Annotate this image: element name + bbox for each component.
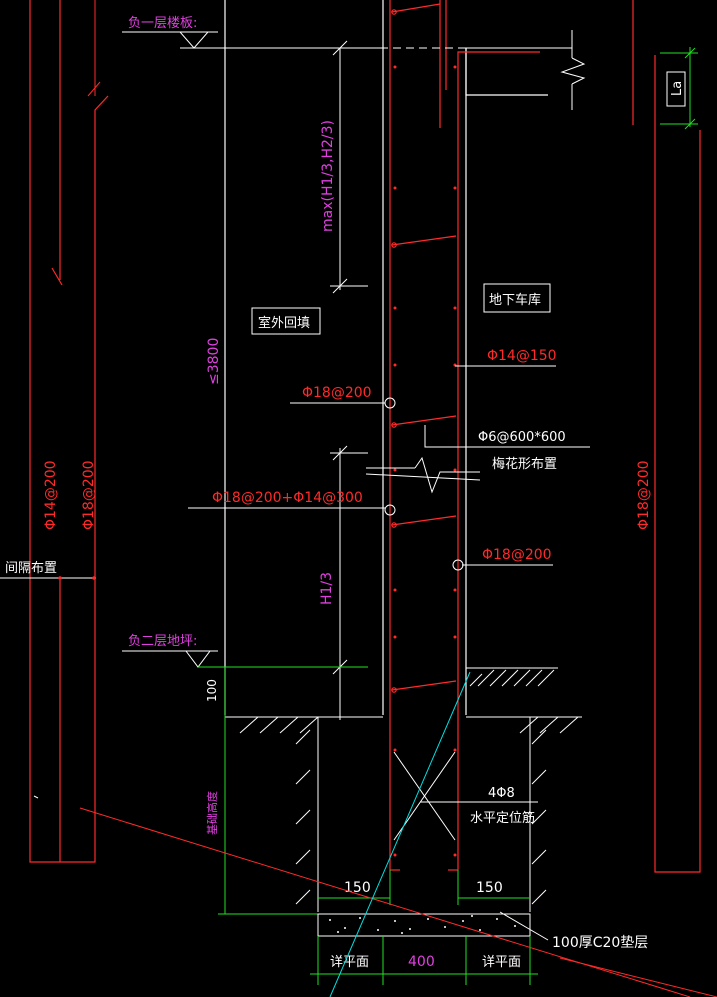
c20-cushion: [317, 913, 531, 937]
spacing-layout-dot: [58, 576, 62, 580]
phi6-leader: [424, 425, 590, 448]
garage-box: [483, 283, 551, 313]
wall-break-line: [365, 456, 481, 494]
four-phi8-label: 4Φ8: [488, 786, 515, 801]
neg2-ground-line: [122, 650, 218, 668]
cyan-cut-line: [329, 671, 471, 997]
right-phi18-label: Φ18@200: [636, 460, 652, 530]
slab-100-label: 100: [205, 679, 219, 702]
plum-layout-label: 梅花形布置: [492, 456, 557, 472]
foundation-elevation-label: 基础高度: [205, 791, 219, 835]
spacing-layout-label: 间隔布置: [5, 561, 57, 576]
left-phi14-label: Φ14@200: [43, 460, 59, 530]
locating-bar-label: 水平定位筋: [470, 810, 535, 826]
la-label: La: [670, 81, 685, 96]
c20-cushion-speckle: [329, 915, 516, 934]
left-column-outline: [29, 0, 109, 863]
foundation-elevation-dim: [218, 715, 320, 915]
backfill-label: 室外回填: [258, 315, 310, 331]
footing-width-dims: [310, 936, 538, 985]
red-diagonal-right: [559, 957, 717, 997]
wall-rebar-dots: [393, 65, 457, 857]
phi18-200-b-marker: [452, 559, 464, 571]
phi18-200-a-marker: [384, 397, 396, 409]
wall-rebar-verticals: [389, 0, 540, 871]
la-dimension: [660, 47, 698, 130]
phi6-label: Φ6@600*600: [478, 430, 566, 445]
right-column-outline: [632, 0, 701, 873]
offset-right-label: 150: [476, 880, 503, 896]
c20-label: 100厚C20垫层: [552, 935, 648, 951]
h1-dimension-label: H1/3: [319, 572, 335, 605]
garage-label: 地下车库: [489, 292, 541, 308]
spacing-layout-dot-2: [92, 576, 96, 580]
small-mark: [33, 795, 39, 799]
phi18-200-a-label: Φ18@200: [302, 385, 372, 401]
foundation-top-lines: [225, 716, 582, 734]
max-dimension-label: max(H1/3,H2/3): [320, 120, 336, 232]
left-column-hatch: [87, 0, 101, 97]
left-phi18-label: Φ18@200: [81, 460, 97, 530]
phi18-phi14-label: Φ18@200+Φ14@300: [212, 490, 363, 506]
phi18-phi14-marker: [384, 504, 396, 516]
backfill-box: [251, 307, 321, 335]
neg1-slab-line: [122, 30, 586, 110]
max-dimension: [330, 40, 368, 294]
la-label-box: [666, 71, 686, 107]
wall-lines: [224, 0, 548, 715]
h1-dimension: [330, 445, 368, 720]
wall-ties: [391, 3, 457, 693]
neg1-slab-label: 负一层楼板:: [128, 16, 197, 31]
offset-dims: [318, 870, 530, 905]
wall-height-label: ≤3800: [206, 338, 222, 385]
foundation-pit: [295, 717, 547, 912]
red-diagonal: [79, 807, 691, 997]
phi18-200-b-label: Φ18@200: [482, 547, 552, 563]
neg2-ground-label: 负二层地坪:: [128, 634, 197, 649]
see-plan-right-label: 详平面: [482, 955, 521, 970]
width-400-label: 400: [408, 954, 435, 970]
phi14-150-label: Φ14@150: [487, 348, 557, 364]
see-plan-left-label: 详平面: [330, 955, 369, 970]
garage-floor-hatch: [466, 667, 558, 687]
c20-leader: [499, 911, 549, 941]
